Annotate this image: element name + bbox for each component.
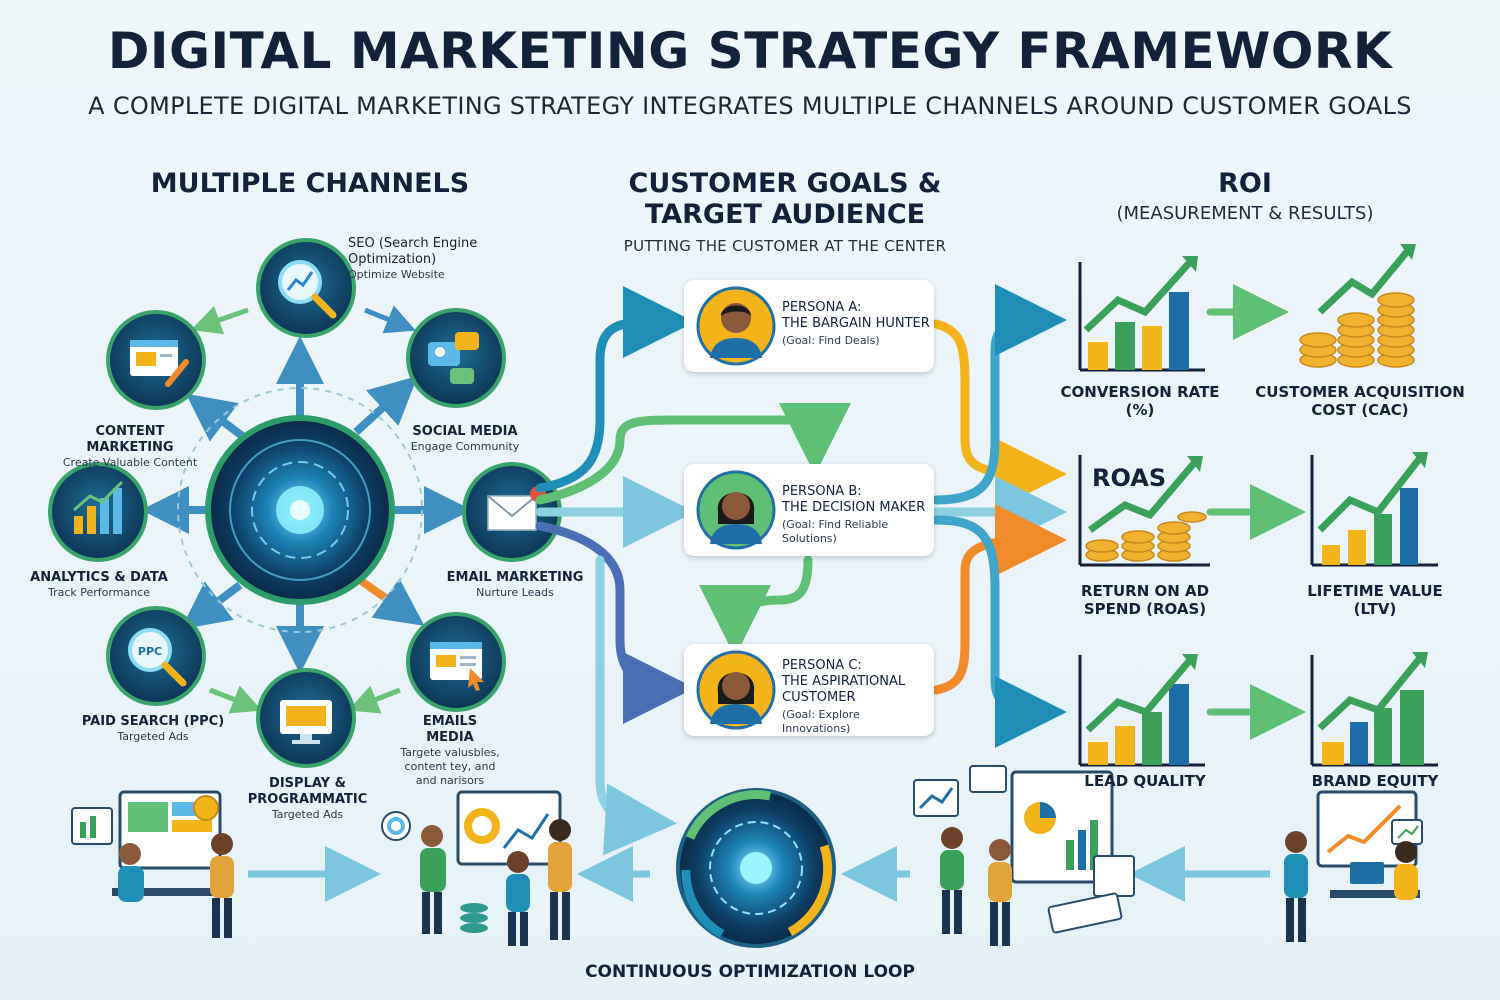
channel-subtitle: Targeted Ads	[117, 730, 189, 743]
document-pencil-icon	[106, 310, 206, 410]
persona-label: PERSONA C:	[782, 658, 862, 673]
channel-title: DISPLAY & PROGRAMMATIC	[247, 776, 368, 807]
channel-email: EMAIL MARKETING Nurture Leads	[440, 570, 590, 600]
channel-emails-media: EMAILS MEDIA Targete valusbles, content …	[400, 714, 500, 788]
ppc-magnifier-icon: PPC	[106, 606, 206, 706]
metric-conversion-rate: CONVERSION RATE (%)	[1060, 383, 1220, 419]
growth-bars-icon	[1078, 654, 1205, 767]
metric-cac: CUSTOMER ACQUISITION COST (CAC)	[1255, 383, 1465, 419]
team-scene-1	[71, 790, 234, 938]
bar-chart-icon	[48, 462, 148, 562]
team-scene-4	[1284, 790, 1423, 942]
growth-bars-coins-icon	[1310, 652, 1438, 767]
optimization-loop	[248, 788, 1270, 948]
roas-coins-icon: ROAS	[1078, 455, 1210, 567]
persona-goal: (Goal: Find Deals)	[782, 334, 880, 347]
roas-icon-label: ROAS	[1092, 464, 1166, 492]
metric-brand-equity: BRAND EQUITY	[1311, 772, 1439, 790]
channel-ppc: PAID SEARCH (PPC) Targeted Ads	[78, 714, 228, 744]
customer-tagline: PUTTING THE CUSTOMER AT THE CENTER	[623, 237, 947, 255]
persona-flow-arrows	[535, 286, 851, 856]
page-title: DIGITAL MARKETING STRATEGY FRAMEWORK	[107, 22, 1393, 80]
channel-title: ANALYTICS & DATA	[30, 570, 168, 585]
page-subtitle: A COMPLETE DIGITAL MARKETING STRATEGY IN…	[88, 92, 1412, 120]
channel-ring-arrows	[190, 305, 416, 714]
persona-goal: (Goal: Find Reliable Solutions)	[782, 518, 889, 545]
svg-text:PPC: PPC	[138, 645, 162, 658]
channel-subtitle: Track Performance	[48, 586, 150, 599]
channel-title: SEO (Search Engine Optimization)	[348, 236, 478, 267]
persona-card-a: PERSONA A: THE BARGAIN HUNTER (Goal: Fin…	[684, 280, 934, 372]
female-avatar-icon	[696, 650, 776, 730]
team-scene-2	[381, 790, 572, 946]
channel-title: EMAILS MEDIA	[422, 714, 478, 745]
persona-name: THE DECISION MAKER	[782, 500, 926, 515]
persona-card-b: PERSONA B: THE DECISION MAKER (Goal: Fin…	[684, 464, 934, 556]
team-scene-3	[913, 765, 1135, 946]
channels-heading: MULTIPLE CHANNELS	[150, 168, 470, 199]
growth-bars-icon	[1310, 452, 1438, 567]
persona-card-c: PERSONA C: THE ASPIRATIONAL CUSTOMER (Go…	[684, 644, 934, 736]
browser-cursor-icon	[406, 612, 506, 712]
female-avatar-icon	[696, 470, 776, 550]
persona-label: PERSONA B:	[782, 484, 862, 499]
channel-display: DISPLAY & PROGRAMMATIC Targeted Ads	[240, 776, 375, 822]
roi-subheading: (MEASUREMENT & RESULTS)	[1116, 203, 1374, 224]
channel-subtitle: Targeted Ads	[271, 808, 344, 821]
persona-name: THE BARGAIN HUNTER	[782, 316, 930, 331]
metric-icons: ROAS	[1078, 244, 1438, 767]
channel-subtitle: Nurture Leads	[476, 586, 554, 599]
persona-name: THE ASPIRATIONAL CUSTOMER	[782, 674, 906, 705]
optimization-loop-label: CONTINUOUS OPTIMIZATION LOOP	[585, 962, 915, 982]
magnifier-chart-icon	[256, 238, 356, 338]
metric-ltv: LIFETIME VALUE (LTV)	[1307, 582, 1443, 618]
channel-subtitle: Targete valusbles, content tey, and and …	[400, 746, 500, 787]
customer-heading: CUSTOMER GOALS & TARGET AUDIENCE	[628, 168, 942, 230]
roi-heading: ROI	[1218, 168, 1272, 199]
persona-goal: (Goal: Explore Innovations)	[782, 708, 860, 735]
channel-subtitle: Create Valuable Content	[62, 456, 198, 469]
persona-label: PERSONA A:	[782, 300, 862, 315]
channel-title: EMAIL MARKETING	[446, 570, 584, 585]
channel-analytics: ANALYTICS & DATA Track Performance	[24, 570, 174, 600]
monitor-icon	[256, 668, 356, 768]
channel-title: SOCIAL MEDIA	[412, 424, 518, 439]
channel-icons: PPC	[48, 238, 562, 768]
channel-social: SOCIAL MEDIA Engage Community	[390, 424, 540, 454]
growth-bars-icon	[1078, 256, 1205, 372]
channel-content: CONTENT MARKETING Create Valuable Conten…	[50, 424, 210, 470]
channel-title: CONTENT MARKETING	[86, 424, 174, 455]
channel-title: PAID SEARCH (PPC)	[81, 714, 225, 729]
central-hub	[177, 387, 423, 633]
metric-lead-quality: LEAD QUALITY	[1084, 772, 1206, 790]
chat-bubbles-icon	[406, 308, 506, 408]
channel-subtitle: Optimize Website	[348, 268, 445, 281]
metric-flow-arrows	[931, 284, 1306, 748]
male-avatar-icon	[696, 286, 776, 366]
channel-subtitle: Engage Community	[410, 440, 520, 453]
channel-seo: SEO (Search Engine Optimization) Optimiz…	[348, 236, 508, 282]
coin-stacks-icon	[1299, 244, 1416, 368]
metric-roas: RETURN ON AD SPEND (ROAS)	[1080, 582, 1210, 618]
